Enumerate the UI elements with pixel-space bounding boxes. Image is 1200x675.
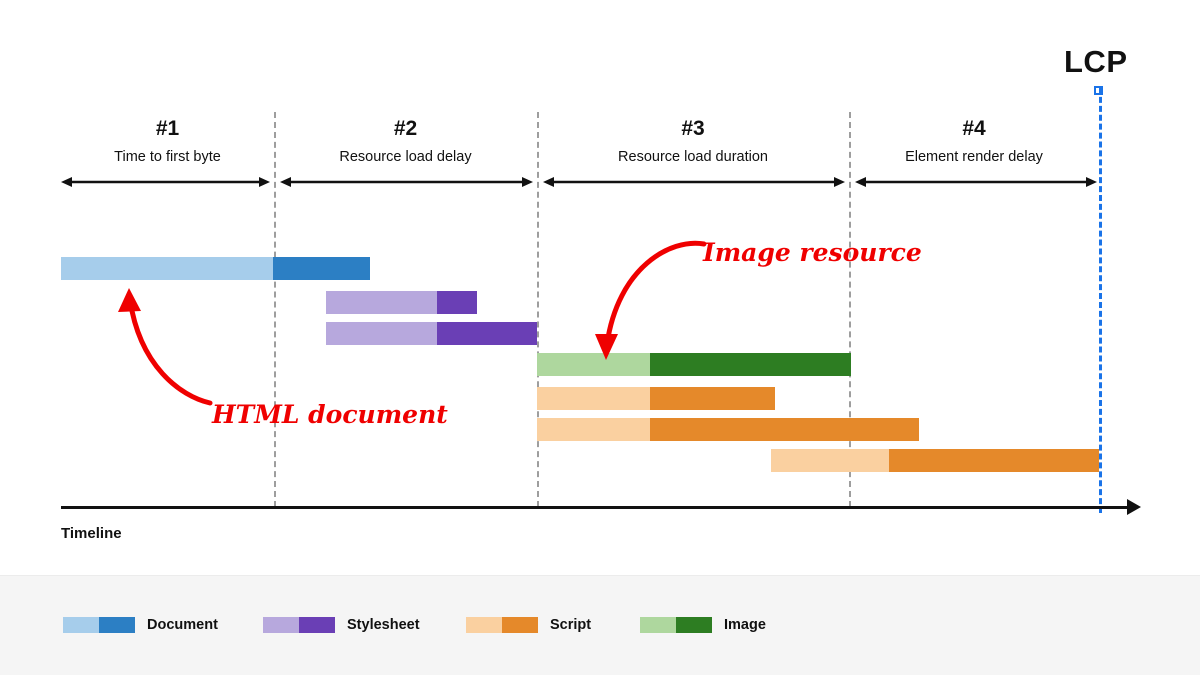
bar-stylesheet-2 xyxy=(326,322,537,345)
legend-label-script: Script xyxy=(550,617,592,633)
phase-3-number: #3 xyxy=(681,117,705,140)
phase-divider-1 xyxy=(274,112,276,507)
legend-item-image: Image xyxy=(640,617,766,633)
bar-segment-duration xyxy=(437,291,477,314)
lcp-marker-square xyxy=(1094,86,1103,95)
bar-segment-duration xyxy=(650,353,851,376)
bar-segment-duration xyxy=(273,257,370,280)
legend-label-document: Document xyxy=(147,617,218,633)
phase-divider-2 xyxy=(537,112,539,507)
phase-3-span-arrow xyxy=(543,177,845,187)
phase-3: #3 Resource load duration xyxy=(537,118,849,165)
image-resource-annotation: Image resource xyxy=(703,238,922,267)
bar-segment-delay xyxy=(61,257,273,280)
timeline-axis-label: Timeline xyxy=(61,525,122,542)
legend: Document Stylesheet Script Image xyxy=(0,575,1200,675)
script-swatch-icon xyxy=(466,617,538,633)
bar-segment-delay xyxy=(326,291,437,314)
document-swatch-icon xyxy=(63,617,135,633)
html-document-arrow xyxy=(118,288,213,406)
bar-segment-delay xyxy=(537,387,650,410)
bar-segment-duration xyxy=(650,387,775,410)
phase-2: #2 Resource load delay xyxy=(274,118,537,165)
bar-segment-duration xyxy=(650,418,919,441)
legend-item-stylesheet: Stylesheet xyxy=(263,617,420,633)
lcp-dashed-line xyxy=(1099,88,1102,513)
bar-segment-delay xyxy=(326,322,437,345)
phase-4-span-arrow xyxy=(855,177,1097,187)
html-document-annotation: HTML document xyxy=(212,400,448,429)
timeline-plot-area: LCP #1 Time to first byte #2 Resource lo… xyxy=(61,44,1141,542)
bar-segment-duration xyxy=(437,322,537,345)
phase-4-number: #4 xyxy=(962,117,986,140)
image-swatch-icon xyxy=(640,617,712,633)
legend-item-document: Document xyxy=(63,617,218,633)
bar-image-1 xyxy=(537,353,851,376)
bar-script-1 xyxy=(537,387,775,410)
phase-2-number: #2 xyxy=(393,117,418,140)
phase-4-name: Element render delay xyxy=(905,149,1043,165)
phase-1-span-arrow xyxy=(61,177,270,187)
phase-1-name: Time to first byte xyxy=(114,149,221,165)
phase-4: #4 Element render delay xyxy=(849,118,1099,165)
lcp-label: LCP xyxy=(1064,44,1128,79)
bar-script-3 xyxy=(771,449,1099,472)
phase-3-name: Resource load duration xyxy=(618,149,768,165)
stylesheet-swatch-icon xyxy=(263,617,335,633)
legend-label-image: Image xyxy=(724,617,766,633)
phase-2-span-arrow xyxy=(280,177,533,187)
legend-label-stylesheet: Stylesheet xyxy=(347,617,420,633)
timeline-axis-line xyxy=(61,506,1133,509)
bar-segment-delay xyxy=(771,449,889,472)
phase-2-name: Resource load delay xyxy=(339,149,472,165)
bar-document-1 xyxy=(61,257,370,280)
timeline-axis-arrowhead xyxy=(1127,499,1141,515)
bar-segment-delay xyxy=(537,418,650,441)
legend-item-script: Script xyxy=(466,617,591,633)
phase-1: #1 Time to first byte xyxy=(61,118,274,165)
image-resource-arrow xyxy=(595,240,707,360)
bar-segment-duration xyxy=(889,449,1099,472)
phase-1-number: #1 xyxy=(155,117,180,140)
bar-stylesheet-1 xyxy=(326,291,477,314)
phase-divider-3 xyxy=(849,112,851,507)
bar-script-2 xyxy=(537,418,919,441)
bar-segment-delay xyxy=(537,353,650,376)
